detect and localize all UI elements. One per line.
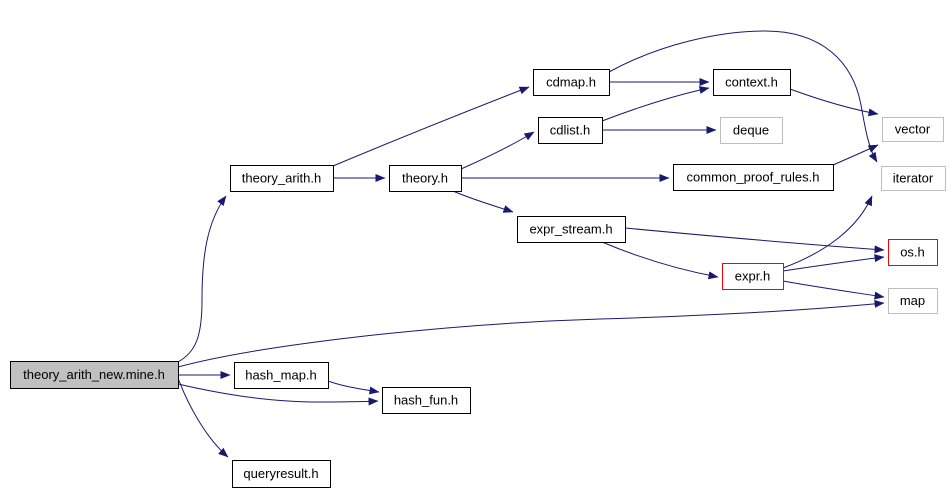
edge-context-h-to-vector <box>789 88 879 117</box>
edge-theory-arith-new-mine-h-to-hash-fun-h <box>177 383 379 406</box>
edge-theory-h-to-expr-stream-h <box>452 190 514 213</box>
node-label-common-proof-rules-h: common_proof_rules.h <box>687 170 820 185</box>
edge-expr-h-to-iterator <box>782 195 873 269</box>
nodes-layer: theory_arith_new.mine.h theory_arith.h the… <box>10 69 946 488</box>
node-box-vector[interactable] <box>882 117 944 142</box>
node-label-hash-map-h: hash_map.h <box>245 368 317 383</box>
node-label-map: map <box>900 293 925 308</box>
node-box-hash-fun-h[interactable] <box>382 387 471 414</box>
edge-theory-arith-new-mine-h-to-queryresult-h <box>177 377 229 458</box>
edge-hash-map-h-to-hash-fun-h <box>327 380 380 395</box>
node-map[interactable]: map <box>888 288 938 314</box>
edges-layer <box>177 30 885 458</box>
edge-expr-h-to-map <box>782 280 885 300</box>
node-cdmap-h[interactable]: cdmap.h <box>533 69 610 96</box>
node-label-expr-stream-h: expr_stream.h <box>529 222 612 237</box>
node-box-theory-arith-h[interactable] <box>230 165 334 192</box>
node-box-cdmap-h[interactable] <box>533 69 610 96</box>
node-box-cdlist-h[interactable] <box>538 117 603 144</box>
edge-expr-stream-h-to-os-h <box>624 227 885 254</box>
node-box-deque[interactable] <box>720 117 783 144</box>
node-label-iterator: iterator <box>893 171 934 186</box>
node-box-iterator[interactable] <box>881 166 946 191</box>
node-expr-stream-h[interactable]: expr_stream.h <box>517 216 626 243</box>
node-label-queryresult-h: queryresult.h <box>243 466 318 481</box>
node-label-cdlist-h: cdlist.h <box>550 123 590 138</box>
edge-expr-h-to-os-h <box>782 254 885 272</box>
node-label-expr-h: expr.h <box>735 269 770 284</box>
node-label-theory-arith-h: theory_arith.h <box>242 171 322 186</box>
node-box-expr-stream-h[interactable] <box>517 216 626 243</box>
node-cdlist-h[interactable]: cdlist.h <box>538 117 603 144</box>
edge-theory-arith-new-mine-h-to-map <box>177 299 885 368</box>
node-box-map[interactable] <box>888 288 938 314</box>
node-deque[interactable]: deque <box>720 117 783 144</box>
node-box-os-h[interactable] <box>888 239 938 266</box>
node-box-theory-h[interactable] <box>389 165 462 192</box>
node-box-common-proof-rules-h[interactable] <box>673 164 834 191</box>
edge-theory-arith-h-to-cdmap-h <box>332 86 530 167</box>
node-box-theory-arith-new-mine-h[interactable] <box>10 361 179 389</box>
edge-theory-arith-new-mine-h-to-theory-arith-h <box>177 195 227 363</box>
node-iterator[interactable]: iterator <box>881 166 946 191</box>
node-common-proof-rules-h[interactable]: common_proof_rules.h <box>673 164 834 191</box>
node-vector[interactable]: vector <box>882 117 944 142</box>
edge-common-proof-rules-h-to-vector <box>832 144 879 166</box>
node-label-deque: deque <box>733 123 769 138</box>
edge-theory-h-to-cdlist-h <box>460 131 535 170</box>
node-box-queryresult-h[interactable] <box>232 460 331 488</box>
edge-cdmap-h-to-iterator <box>608 30 878 163</box>
node-box-expr-h[interactable] <box>722 263 784 290</box>
edge-cdlist-h-to-context-h <box>601 86 710 122</box>
node-label-theory-arith-new-mine-h: theory_arith_new.mine.h <box>23 367 165 382</box>
edge-expr-stream-h-to-expr-h <box>601 241 719 280</box>
node-context-h[interactable]: context.h <box>713 69 791 96</box>
node-label-os-h: os.h <box>900 245 925 260</box>
node-box-context-h[interactable] <box>713 69 791 96</box>
node-label-cdmap-h: cdmap.h <box>546 75 596 90</box>
node-hash-map-h[interactable]: hash_map.h <box>234 362 329 389</box>
node-theory-arith-h[interactable]: theory_arith.h <box>230 165 334 192</box>
node-os-h[interactable]: os.h <box>888 239 938 266</box>
node-theory-h[interactable]: theory.h <box>389 165 462 192</box>
node-hash-fun-h[interactable]: hash_fun.h <box>382 387 471 414</box>
node-expr-h[interactable]: expr.h <box>722 263 784 290</box>
node-label-context-h: context.h <box>725 75 778 90</box>
node-box-hash-map-h[interactable] <box>234 362 329 389</box>
node-label-theory-h: theory.h <box>402 171 448 186</box>
node-label-hash-fun-h: hash_fun.h <box>394 393 458 408</box>
node-queryresult-h[interactable]: queryresult.h <box>232 460 331 488</box>
node-theory-arith-new-mine-h[interactable]: theory_arith_new.mine.h <box>10 361 179 389</box>
node-label-vector: vector <box>895 122 931 137</box>
